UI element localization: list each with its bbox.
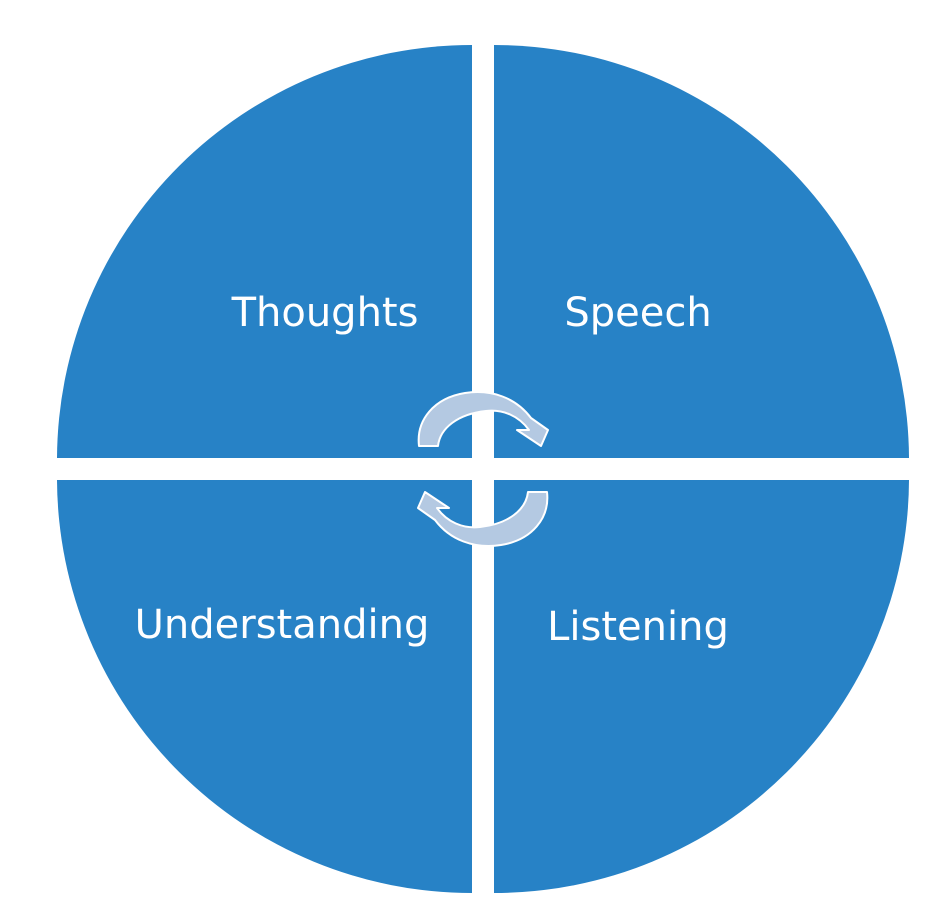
label-thoughts: Thoughts	[231, 290, 419, 336]
cycle-arrow-top-icon	[417, 391, 549, 447]
label-understanding: Understanding	[135, 602, 430, 648]
label-speech: Speech	[564, 290, 711, 336]
quadrant-listening	[494, 480, 909, 893]
label-listening: Listening	[547, 604, 729, 650]
cycle-arrow-bottom-icon	[417, 491, 549, 547]
quadrant-thoughts	[57, 45, 472, 458]
quadrant-understanding	[57, 480, 472, 893]
quadrant-speech	[494, 45, 909, 458]
